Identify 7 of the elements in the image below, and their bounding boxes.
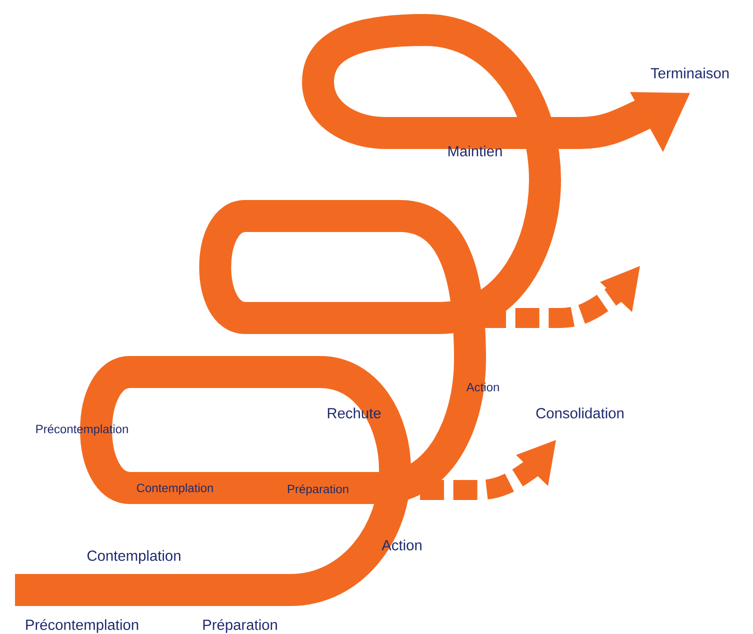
stage-label: Préparation — [288, 484, 348, 496]
stage-label: Précontemplation — [26, 619, 138, 633]
stage-label: Préparation — [203, 619, 277, 633]
stage-label: Contemplation — [87, 550, 180, 564]
stage-label: Contemplation — [136, 483, 213, 495]
stage-label: Terminaison — [650, 68, 729, 78]
stage-label: Consolidation — [536, 408, 624, 418]
